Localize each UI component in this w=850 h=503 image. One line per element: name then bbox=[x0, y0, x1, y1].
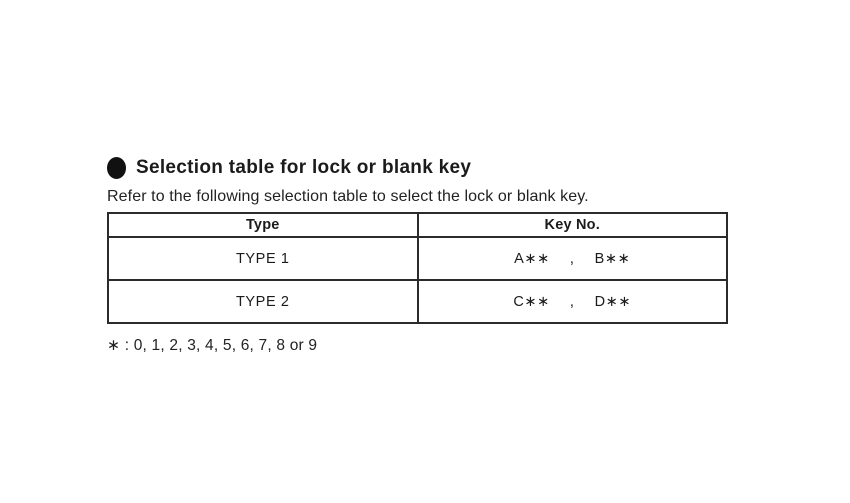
bullet-circle-icon bbox=[107, 157, 126, 179]
col-header-key-no: Key No. bbox=[416, 212, 728, 238]
type-cell: TYPE 1 bbox=[107, 236, 419, 281]
section-heading-text: Selection table for lock or blank key bbox=[136, 157, 472, 178]
type-cell: TYPE 2 bbox=[107, 279, 419, 324]
key-no-comma: , bbox=[569, 293, 575, 310]
selection-table-head: Type Key No. bbox=[107, 212, 728, 238]
header-row: Type Key No. bbox=[107, 212, 728, 238]
selection-table-body: TYPE 1 A∗∗, B∗∗ TYPE 2 C∗∗, D∗∗ bbox=[107, 236, 728, 324]
key-no-cell: A∗∗, B∗∗ bbox=[416, 236, 728, 281]
table-row: TYPE 1 A∗∗, B∗∗ bbox=[107, 236, 728, 281]
key-no-first: A∗∗ bbox=[514, 250, 550, 267]
key-no-cell: C∗∗, D∗∗ bbox=[416, 279, 728, 324]
key-no-comma: , bbox=[569, 250, 575, 267]
key-no-second: B∗∗ bbox=[594, 250, 631, 267]
selection-table: Type Key No. TYPE 1 A∗∗, B∗∗ TYPE 2 C∗∗, D… bbox=[107, 212, 728, 324]
document-content: Selection table for lock or blank key Re… bbox=[107, 155, 728, 355]
col-header-type: Type bbox=[107, 212, 419, 238]
section-heading: Selection table for lock or blank key bbox=[107, 155, 728, 181]
asterisk-footnote: ∗ : 0, 1, 2, 3, 4, 5, 6, 7, 8 or 9 bbox=[107, 337, 318, 354]
table-row: TYPE 2 C∗∗, D∗∗ bbox=[107, 279, 728, 324]
key-no-first: C∗∗ bbox=[513, 293, 550, 310]
key-no-second: D∗∗ bbox=[594, 293, 632, 310]
intro-text: Refer to the following selection table t… bbox=[107, 188, 589, 205]
